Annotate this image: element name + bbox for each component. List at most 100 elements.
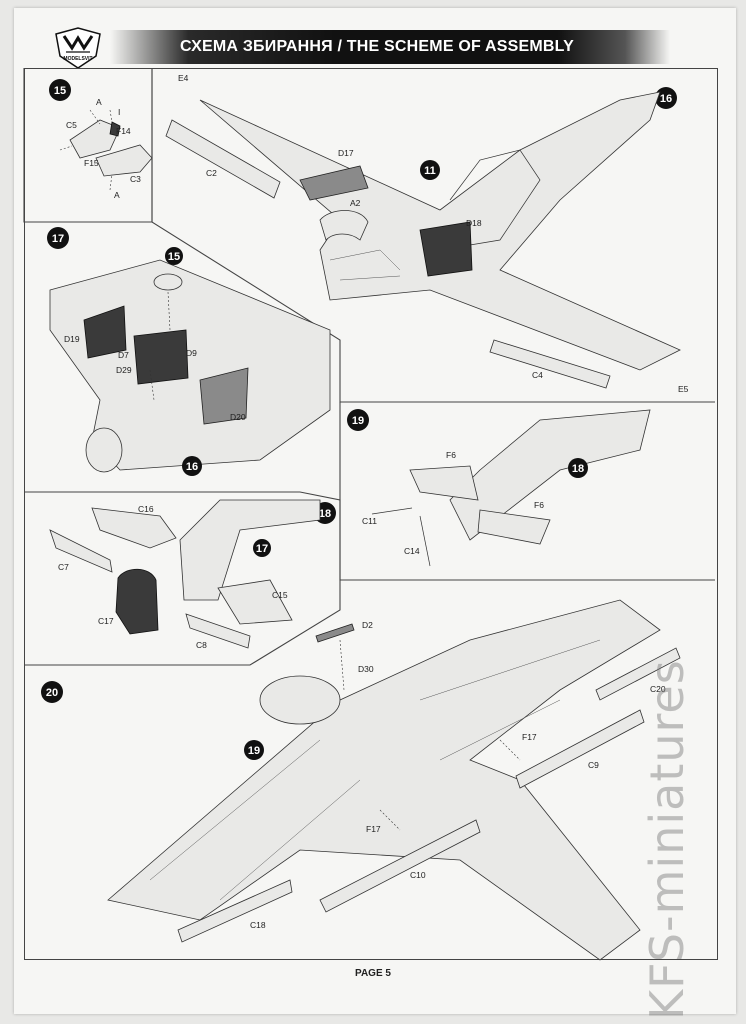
diagram-frame <box>24 68 718 960</box>
svg-text:C3: C3 <box>130 174 141 184</box>
stabilizer-right <box>477 509 551 545</box>
svg-text:C2: C2 <box>206 168 217 178</box>
step-17: 17 15 16 D19 D7 D29 D9 D20 <box>47 227 331 476</box>
svg-text:F6: F6 <box>446 450 456 460</box>
svg-text:D29: D29 <box>116 365 132 375</box>
step-19: 19 18 F6 F6 C11 C14 <box>347 409 651 567</box>
part-c10 <box>319 819 481 913</box>
svg-text:20: 20 <box>46 687 58 699</box>
svg-text:F15: F15 <box>84 158 99 168</box>
rear-fuselage-assembly <box>449 409 651 541</box>
part-a2 <box>319 210 369 241</box>
part-c7 <box>49 529 113 573</box>
part-c9 <box>515 709 645 789</box>
svg-text:A2: A2 <box>350 198 361 208</box>
part-c4 <box>489 339 611 389</box>
step-18: 18 17 C16 C7 C17 C15 C8 <box>49 499 336 650</box>
svg-text:D7: D7 <box>118 350 129 360</box>
part-c15 <box>217 579 293 625</box>
svg-text:C7: C7 <box>58 562 69 572</box>
subassembly-17-badge <box>253 539 271 557</box>
page-number: PAGE 5 <box>355 968 391 979</box>
panel-borders <box>23 68 715 666</box>
svg-text:18: 18 <box>572 463 584 475</box>
svg-text:15: 15 <box>168 251 180 263</box>
step-16-badge <box>655 87 677 109</box>
svg-text:F17: F17 <box>366 824 381 834</box>
svg-text:E4: E4 <box>178 73 189 83</box>
engine-cowling <box>259 675 341 725</box>
subassembly-15-badge <box>165 247 183 265</box>
part-c17 <box>115 568 159 635</box>
step-20-badge <box>41 681 63 703</box>
svg-text:D30: D30 <box>358 664 374 674</box>
step-16: 16 11 E4 C2 D17 A2 D18 C4 E5 <box>165 73 689 394</box>
part-d18 <box>419 221 473 277</box>
step-15: 15 A I C5 F14 F15 C3 A <box>49 79 153 200</box>
svg-text:D17: D17 <box>338 148 354 158</box>
part-f14 <box>109 121 121 137</box>
svg-text:11: 11 <box>424 165 436 177</box>
svg-text:18: 18 <box>319 508 331 520</box>
svg-text:F6: F6 <box>534 500 544 510</box>
step-19-badge <box>347 409 369 431</box>
step-20: 20 19 D2 D30 C20 F17 C9 F17 C10 C18 <box>41 599 681 961</box>
complete-airframe-assembly <box>107 599 661 961</box>
svg-text:C18: C18 <box>250 920 266 930</box>
subassembly-11-badge <box>420 160 440 180</box>
subassembly-19-badge <box>244 740 264 760</box>
nose-spinner-opening <box>85 427 123 473</box>
part-d7 <box>133 329 189 385</box>
svg-text:16: 16 <box>186 461 198 473</box>
modelsvit-logo: MODELSVIT <box>55 27 101 69</box>
svg-text:C8: C8 <box>196 640 207 650</box>
subassembly-16-badge <box>182 456 202 476</box>
part-c20 <box>595 647 681 701</box>
watermark: KFS-miniatures <box>640 659 694 1020</box>
svg-text:D20: D20 <box>230 412 246 422</box>
step-15-badge <box>49 79 71 101</box>
page-title: СХЕМА ЗБИРАННЯ / THE SCHEME OF ASSEMBLY <box>180 38 575 55</box>
svg-text:17: 17 <box>256 543 268 555</box>
part-c2 <box>165 119 281 199</box>
svg-text:C20: C20 <box>650 684 666 694</box>
svg-text:D2: D2 <box>362 620 373 630</box>
stabilizer-left <box>409 465 479 501</box>
svg-text:C10: C10 <box>410 870 426 880</box>
svg-text:F14: F14 <box>116 126 131 136</box>
part-d19 <box>83 305 127 359</box>
header-bar <box>110 30 670 64</box>
svg-text:C4: C4 <box>532 370 543 380</box>
svg-text:16: 16 <box>660 93 672 105</box>
svg-text:C9: C9 <box>588 760 599 770</box>
svg-text:D18: D18 <box>466 218 482 228</box>
part-c3 <box>95 144 153 177</box>
svg-text:D19: D19 <box>64 334 80 344</box>
svg-text:C17: C17 <box>98 616 114 626</box>
subassembly-18-badge <box>568 458 588 478</box>
logo-text: MODELSVIT <box>63 56 92 62</box>
part-c8 <box>185 613 251 649</box>
svg-text:A: A <box>114 190 120 200</box>
svg-text:C15: C15 <box>272 590 288 600</box>
svg-text:17: 17 <box>52 233 64 245</box>
part-c18 <box>177 879 293 943</box>
part-d2 <box>315 623 355 643</box>
svg-text:I: I <box>118 107 120 117</box>
svg-text:F17: F17 <box>522 732 537 742</box>
part-d20 <box>199 367 249 425</box>
subassembly-15-part <box>153 273 183 291</box>
svg-text:15: 15 <box>54 85 66 97</box>
svg-text:C14: C14 <box>404 546 420 556</box>
svg-text:C5: C5 <box>66 120 77 130</box>
tail-assembly <box>179 499 321 601</box>
svg-text:A: A <box>96 97 102 107</box>
step-17-badge <box>47 227 69 249</box>
svg-text:C11: C11 <box>362 516 377 526</box>
svg-text:E5: E5 <box>678 384 689 394</box>
svg-text:D9: D9 <box>186 348 197 358</box>
part-c5 <box>69 119 121 159</box>
part-d17 <box>299 165 369 201</box>
svg-text:19: 19 <box>248 745 260 757</box>
